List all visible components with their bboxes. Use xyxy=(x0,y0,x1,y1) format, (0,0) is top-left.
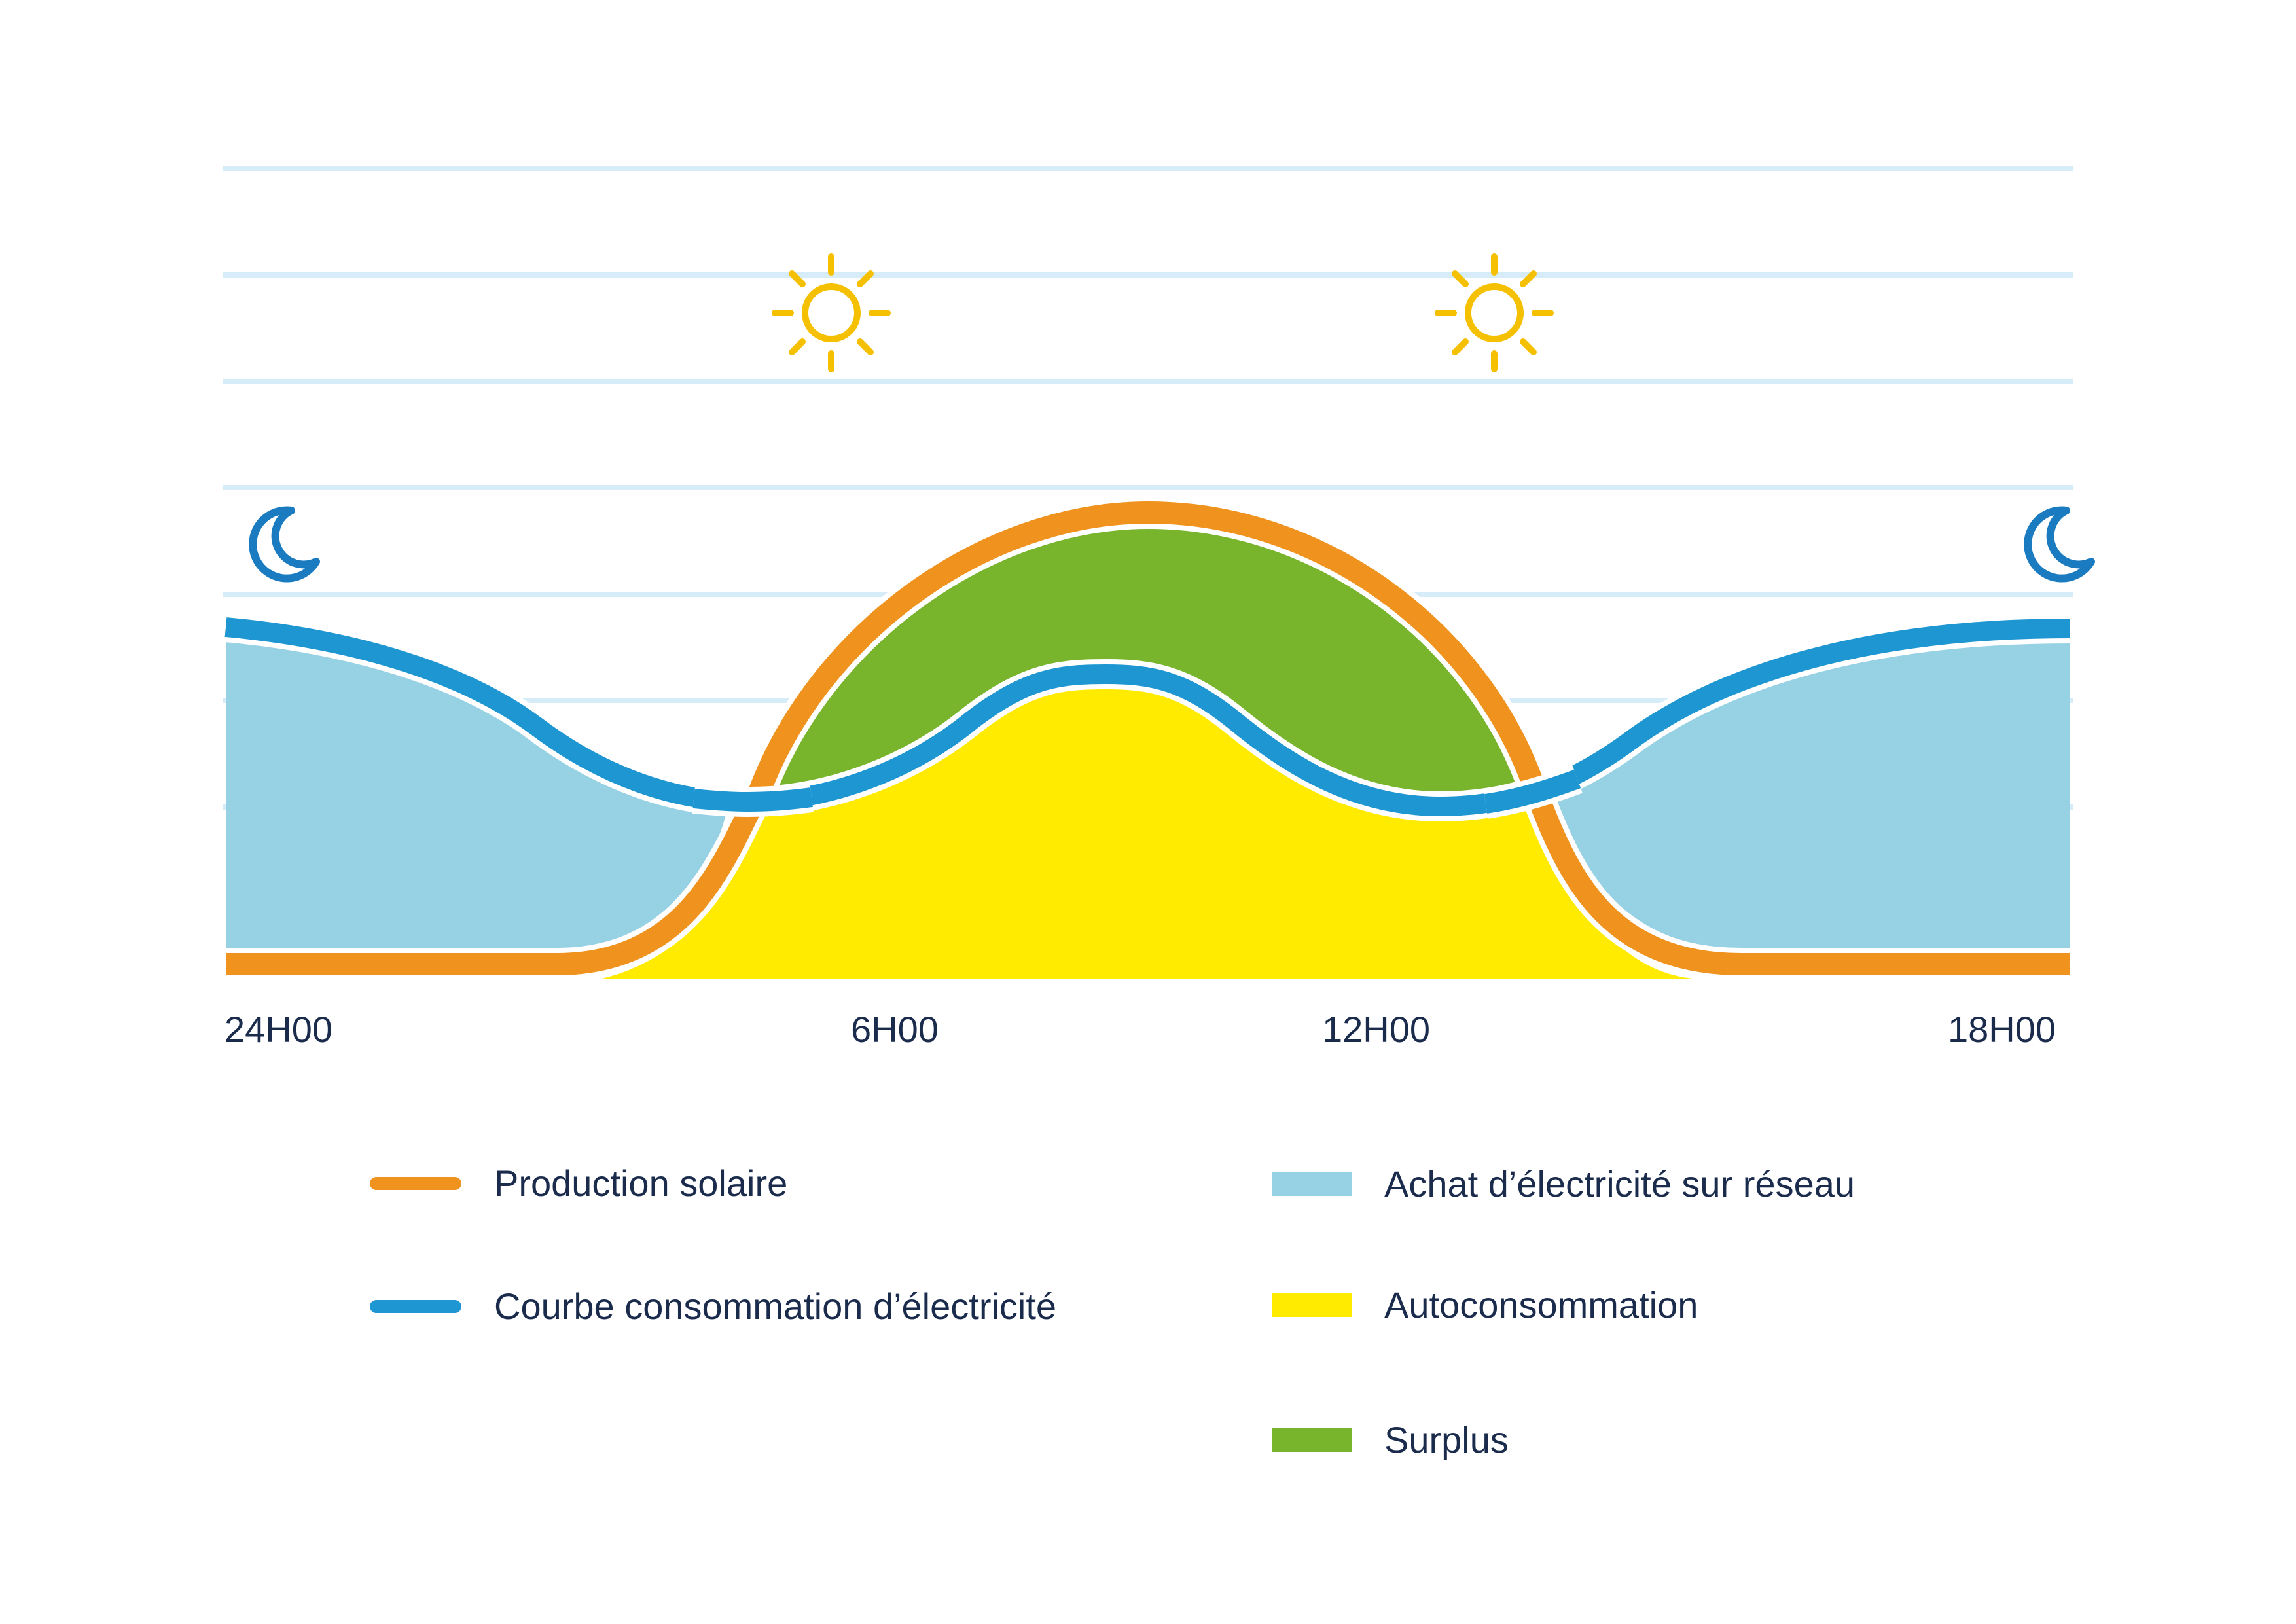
x-tick-label: 12H00 xyxy=(1322,1009,1431,1050)
x-tick-label: 6H00 xyxy=(851,1009,939,1050)
x-tick-label: 24H00 xyxy=(224,1009,333,1050)
consumption-curve xyxy=(224,617,2071,817)
grid-purchase-area-left xyxy=(226,641,730,949)
legend-swatch-light-blue xyxy=(1272,1172,1352,1196)
legend-item-production: Production solaire xyxy=(370,1165,787,1202)
legend-label: Autoconsommation xyxy=(1384,1284,1698,1326)
legend-swatch-yellow xyxy=(1272,1293,1352,1317)
grid-purchase-area-right xyxy=(1551,638,2070,949)
sun-icon xyxy=(772,253,891,372)
x-tick-label: 18H00 xyxy=(1948,1009,2056,1050)
legend-line-blue xyxy=(370,1300,461,1313)
legend-label: Courbe consommation d’électricité xyxy=(494,1286,1057,1327)
legend-item-consumption: Courbe consommation d’électricité xyxy=(370,1288,1056,1325)
legend-item-surplus: Surplus xyxy=(1272,1422,1509,1458)
legend-label: Production solaire xyxy=(494,1163,788,1204)
legend-label: Surplus xyxy=(1384,1419,1509,1460)
moon-icon xyxy=(249,506,320,583)
legend-label: Achat d’électricité sur réseau xyxy=(1384,1163,1856,1204)
legend-swatch-green xyxy=(1272,1428,1352,1452)
legend-item-grid-purchase: Achat d’électricité sur réseau xyxy=(1272,1166,1855,1202)
legend-line-orange xyxy=(370,1177,461,1190)
legend-item-self-consumption: Autoconsommation xyxy=(1272,1287,1698,1324)
production-curve xyxy=(226,501,2070,975)
sun-icon xyxy=(1435,253,1554,372)
self-consumption-area xyxy=(602,684,1692,979)
consumption-curve-crossing-right-line xyxy=(1484,769,1581,814)
moon-icon xyxy=(2024,506,2095,583)
consumption-curve-crossing-left-line xyxy=(692,787,813,812)
